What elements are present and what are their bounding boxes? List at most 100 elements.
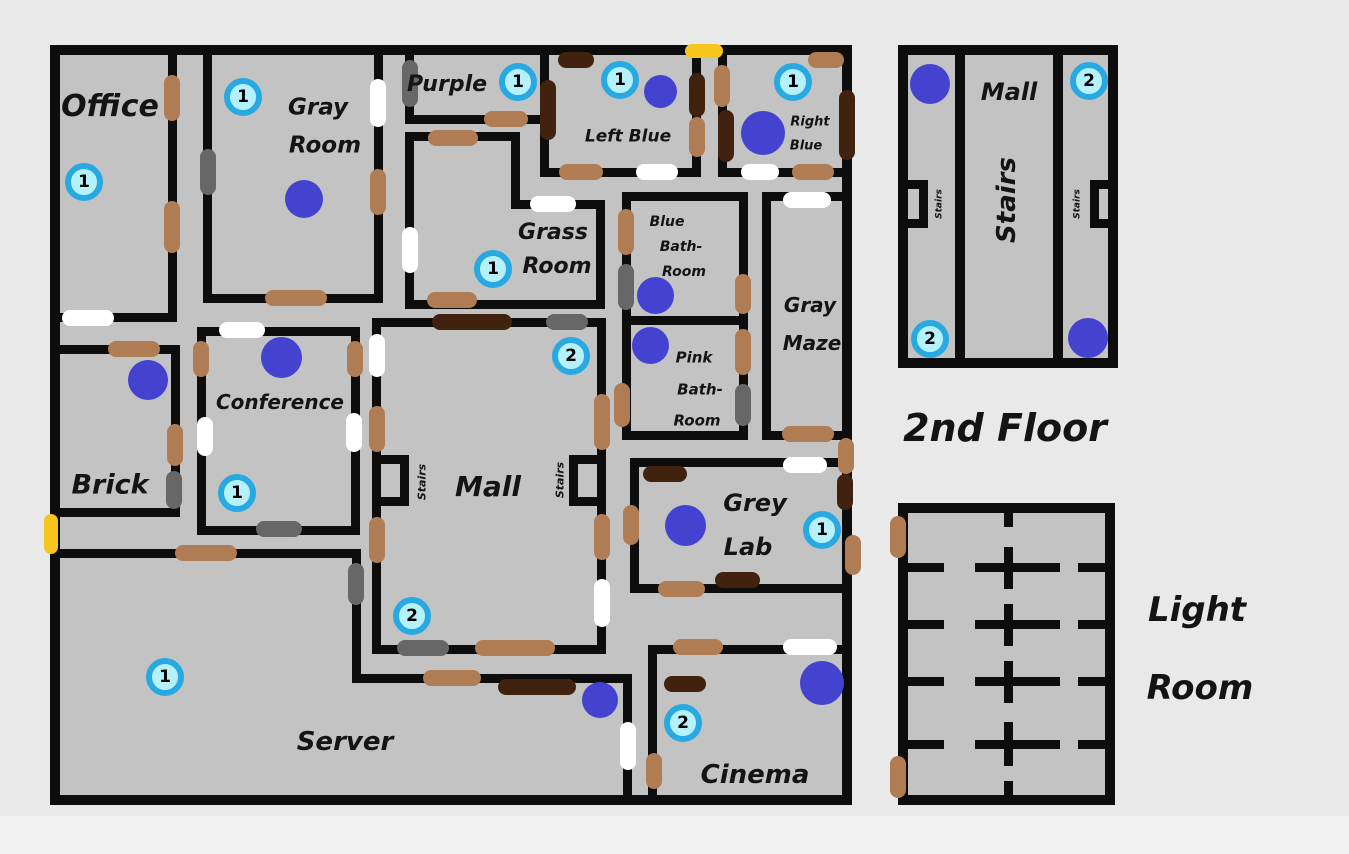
door-gray <box>618 264 634 310</box>
wall <box>898 563 944 572</box>
wall <box>919 180 928 228</box>
door-dark <box>839 90 855 160</box>
door-brown <box>714 65 730 107</box>
marker-2: 2 <box>393 597 431 635</box>
wall <box>898 45 1118 55</box>
marker-2: 2 <box>552 337 590 375</box>
label-stairs: Stairs <box>992 157 1022 243</box>
door-dark <box>540 80 556 140</box>
label-room: Room <box>522 254 592 279</box>
wall <box>842 45 852 805</box>
label-office: Office <box>61 89 159 124</box>
label-left-blue: Left Blue <box>584 126 672 147</box>
wall <box>898 45 908 368</box>
door-gray <box>166 471 182 509</box>
wall <box>975 563 1060 572</box>
marker-1: 1 <box>601 61 639 99</box>
label-stairs: Stairs <box>934 189 945 219</box>
door-gray <box>348 563 364 605</box>
door-brown <box>484 111 528 127</box>
door-white <box>346 413 362 452</box>
label-gray: Gray <box>287 94 349 121</box>
door-dark <box>643 466 687 482</box>
footer-band <box>0 816 1349 854</box>
door-white <box>197 417 213 456</box>
label-gray: Gray <box>783 293 837 317</box>
wall <box>903 219 928 228</box>
door-dark <box>689 73 705 117</box>
door-brown <box>689 117 705 157</box>
wall <box>372 318 381 654</box>
label-mall: Mall <box>455 470 521 503</box>
door-brown <box>808 52 844 68</box>
blue-dot <box>260 336 302 378</box>
blue-dot <box>128 360 168 400</box>
door-brown <box>614 383 630 427</box>
wall <box>50 795 852 805</box>
wall <box>596 200 605 309</box>
door-dark <box>498 679 576 695</box>
wall <box>1078 677 1115 686</box>
wall <box>622 431 748 440</box>
door-brown <box>623 505 639 545</box>
door-brown <box>370 169 386 215</box>
blue-dot <box>631 326 669 364</box>
door-brown <box>735 274 751 314</box>
door-yellow <box>685 44 723 58</box>
wall <box>1090 180 1115 189</box>
wall <box>50 45 60 805</box>
door-brown <box>845 535 861 575</box>
wall <box>405 115 549 124</box>
door-brown <box>164 75 180 121</box>
door-brown <box>735 329 751 375</box>
wall <box>1078 563 1115 572</box>
marker-1: 1 <box>224 78 262 116</box>
wall <box>1078 620 1115 629</box>
door-brown <box>890 756 906 798</box>
label-right: Right <box>790 114 830 130</box>
door-brown <box>369 517 385 563</box>
label-bath-: Bath- <box>659 239 703 255</box>
wall <box>1004 781 1013 805</box>
wall <box>569 455 578 506</box>
label-purple: Purple <box>406 72 488 97</box>
door-white <box>530 196 576 212</box>
wall <box>622 192 748 201</box>
blue-dot <box>910 64 950 104</box>
door-brown <box>646 753 662 789</box>
blue-dot <box>1068 318 1108 358</box>
marker-1: 1 <box>146 658 184 696</box>
door-brown <box>428 130 478 146</box>
door-white <box>783 192 831 208</box>
wall <box>1004 503 1013 527</box>
blue-dot <box>741 111 785 155</box>
label-blue: Blue <box>789 138 823 154</box>
wall <box>511 132 520 209</box>
door-brown <box>265 290 327 306</box>
door-brown <box>347 341 363 377</box>
door-dark <box>837 474 853 510</box>
marker-2: 2 <box>1070 62 1108 100</box>
marker-1: 1 <box>474 250 512 288</box>
door-white <box>62 310 114 326</box>
wall <box>50 508 180 517</box>
wall <box>762 192 771 440</box>
door-dark <box>558 52 594 68</box>
label-stairs: Stairs <box>1072 189 1083 219</box>
door-brown <box>792 164 834 180</box>
wall <box>1004 604 1013 646</box>
wall <box>1004 722 1013 766</box>
door-white <box>369 334 385 377</box>
marker-1: 1 <box>65 163 103 201</box>
label-room: Room <box>288 132 362 159</box>
door-gray <box>735 384 751 426</box>
label-pink: Pink <box>675 348 713 367</box>
wall <box>1078 740 1115 749</box>
door-gray <box>546 314 588 330</box>
wall <box>898 677 944 686</box>
label-lab: Lab <box>723 533 773 561</box>
wall <box>648 645 842 654</box>
door-dark <box>432 314 512 330</box>
blue-dot <box>664 504 706 546</box>
